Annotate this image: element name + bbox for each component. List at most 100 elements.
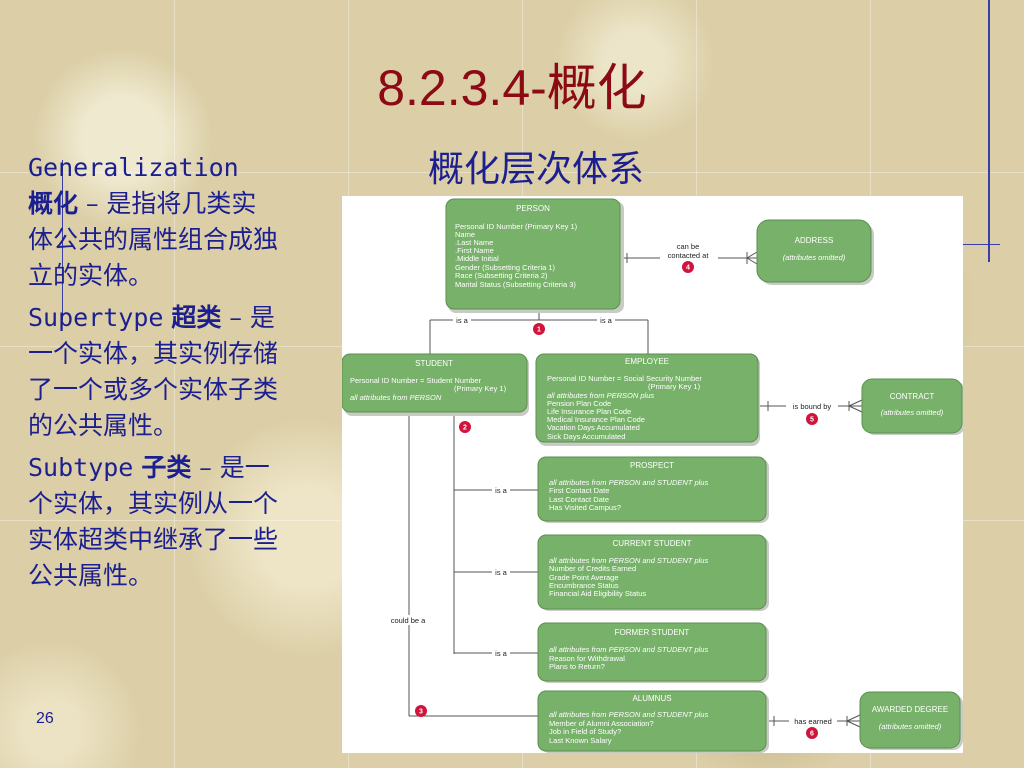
entity-box	[861, 378, 963, 434]
entity-title: ADDRESS	[795, 236, 834, 245]
connector-crowfoot	[848, 405, 863, 413]
entity-attribute: Race (Subsetting Criteria 2)	[455, 271, 548, 280]
label-is-a: is a	[495, 486, 508, 495]
entity-box	[537, 622, 767, 682]
entity-box	[342, 353, 528, 413]
entity-attribute: Last Known Salary	[549, 736, 612, 745]
definition-term-cn: 概化	[28, 189, 79, 218]
connector-crowfoot	[846, 720, 861, 728]
entity-attribute: Last Contact Date	[549, 495, 609, 504]
entity-attribute: all attributes from PERSON and STUDENT p…	[549, 645, 708, 654]
entity-alumnus: ALUMNUS all attributes from PERSON and S…	[537, 690, 769, 753]
badge-3: 3	[415, 705, 427, 717]
decorative-line	[960, 244, 1000, 245]
entity-attribute: Sick Days Accumulated	[547, 432, 625, 441]
entity-title: EMPLOYEE	[625, 357, 669, 366]
label-is-a: is a	[456, 316, 469, 325]
badge-6: 6	[806, 727, 818, 739]
generalization-hierarchy-diagram: can be contacted at is a is a is bound b…	[342, 196, 963, 753]
entity-attribute: Reason for Withdrawal	[549, 654, 625, 663]
entity-address: ADDRESS (attributes omitted)	[756, 219, 874, 285]
definitions-panel: Generalization 概化 – 是指将几类实体公共的属性组合成独立的实体…	[28, 150, 278, 600]
bg-line	[0, 172, 1024, 173]
entity-prospect: PROSPECT all attributes from PERSON and …	[537, 456, 769, 523]
label-is-bound-by: is bound by	[793, 402, 832, 411]
entity-box	[535, 353, 759, 443]
svg-text:2: 2	[463, 425, 467, 432]
entity-attribute: all attributes from PERSON	[350, 393, 442, 402]
entity-title: PERSON	[516, 204, 550, 213]
svg-text:4: 4	[686, 265, 690, 272]
entity-attribute: Member of Alumni Association?	[549, 719, 654, 728]
label-bg	[492, 567, 510, 577]
entity-attribute: Number of Credits Earned	[549, 564, 636, 573]
connector-crowfoot	[848, 399, 863, 407]
entity-attribute: Job in Field of Study?	[549, 727, 621, 736]
svg-text:3: 3	[419, 709, 423, 716]
entity-employee: EMPLOYEE Personal ID Number = Social Sec…	[535, 353, 760, 446]
decorative-line	[62, 160, 63, 320]
entity-attribute: all attributes from PERSON plus	[547, 391, 654, 400]
entity-former-student: FORMER STUDENT all attributes from PERSO…	[537, 622, 769, 683]
entity-student: STUDENT Personal ID Number = Student Num…	[342, 353, 529, 416]
definition-text: – 是一个实体，其实例存储了一个或多个实体子类的公共属性。	[28, 303, 279, 440]
definition-term-cn: 超类	[171, 303, 222, 332]
entity-box	[537, 456, 767, 522]
label-bg	[597, 315, 615, 325]
label-bg	[789, 716, 837, 726]
entity-attribute: .Last Name	[455, 238, 493, 247]
entity-attribute: Financial Aid Eligibility Status	[549, 589, 646, 598]
page-number: 26	[36, 710, 54, 727]
label-bg	[660, 240, 718, 264]
diagram-svg: can be contacted at is a is a is bound b…	[342, 198, 963, 753]
entity-title: FORMER STUDENT	[615, 628, 690, 637]
entity-box	[537, 690, 767, 752]
entity-title: CURRENT STUDENT	[613, 539, 692, 548]
entity-title: STUDENT	[415, 359, 453, 368]
badge-1: 1	[533, 323, 545, 335]
entity-box	[859, 691, 961, 749]
label-can-be: can be	[677, 242, 700, 251]
connector-crowfoot	[846, 714, 861, 722]
connector-crowfoot	[746, 251, 758, 259]
svg-text:6: 6	[810, 731, 814, 738]
entity-attribute: Gender (Subsetting Criteria 1)	[455, 263, 556, 272]
entity-attribute: Encumbrance Status	[549, 581, 619, 590]
definition-term: Generalization	[28, 153, 239, 182]
definition-term-cn: 子类	[141, 453, 192, 482]
entity-attribute: (attributes omitted)	[881, 408, 944, 417]
entity-attribute: (Primary Key 1)	[648, 382, 701, 391]
entity-attribute: .First Name	[455, 246, 494, 255]
label-is-a: is a	[495, 568, 508, 577]
connector-labels: can be contacted at is a is a is bound b…	[383, 240, 838, 726]
svg-text:5: 5	[810, 417, 814, 424]
entity-attribute: Grade Point Average	[549, 573, 619, 582]
svg-text:1: 1	[537, 327, 541, 334]
entity-attribute: Life Insurance Plan Code	[547, 407, 631, 416]
entity-attribute: Marital Status (Subsetting Criteria 3)	[455, 280, 576, 289]
entity-attribute: Name	[455, 230, 475, 239]
definition-subtype: Subtype 子类 – 是一个实体，其实例从一个实体超类中继承了一些公共属性。	[28, 450, 278, 594]
entity-attribute: all attributes from PERSON and STUDENT p…	[549, 478, 708, 487]
badge-2: 2	[459, 421, 471, 433]
label-bg	[492, 648, 510, 658]
entity-attribute: all attributes from PERSON and STUDENT p…	[549, 556, 708, 565]
label-could-be-a: could be a	[391, 616, 426, 625]
entity-title: AWARDED DEGREE	[872, 705, 948, 714]
definition-term: Supertype	[28, 303, 164, 332]
decorative-line	[988, 0, 990, 262]
entity-attribute: Vacation Days Accumulated	[547, 423, 640, 432]
entity-attribute: Personal ID Number = Student Number	[350, 376, 482, 385]
entity-attribute: .Middle Initial	[455, 254, 499, 263]
definition-text: – 是指将几类实体公共的属性组合成独立的实体。	[28, 189, 279, 290]
entity-attribute: Personal ID Number (Primary Key 1)	[455, 222, 578, 231]
label-bg	[453, 315, 471, 325]
definition-supertype: Supertype 超类 – 是一个实体，其实例存储了一个或多个实体子类的公共属…	[28, 300, 278, 444]
label-contacted-at: contacted at	[668, 251, 710, 260]
definition-text: – 是一个实体，其实例从一个实体超类中继承了一些公共属性。	[28, 453, 279, 590]
slide-subtitle: 概化层次体系	[428, 149, 645, 190]
label-has-earned: has earned	[794, 717, 832, 726]
entity-box	[445, 198, 621, 310]
entity-contract: CONTRACT (attributes omitted)	[861, 378, 963, 435]
badge-5: 5	[806, 413, 818, 425]
